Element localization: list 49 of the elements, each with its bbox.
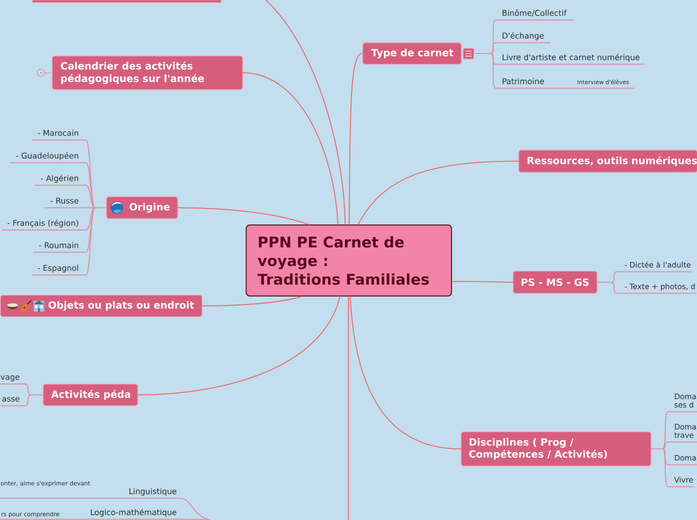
branch-line	[34, 184, 96, 208]
topic-box: Activités péda	[42, 384, 138, 406]
central-topic: PPN PE Carnet de voyage : Traditions Familiales	[246, 224, 452, 296]
branch-line	[348, 296, 349, 520]
branch-line	[490, 53, 549, 89]
branch-line	[662, 442, 697, 450]
branch-line	[0, 394, 32, 406]
branch-line	[124, 498, 210, 520]
branch-line	[30, 394, 44, 396]
branch-line	[138, 296, 340, 396]
branch-line	[651, 448, 663, 450]
branch-line	[350, 296, 462, 450]
branch-line	[0, 498, 125, 499]
branch-line	[202, 296, 302, 306]
branch-line	[2, 207, 96, 230]
branch-line	[490, 20, 574, 54]
branch-line	[611, 271, 692, 283]
branch-line	[597, 282, 612, 283]
topic-box: PS - MS - GS	[512, 270, 598, 294]
branch-line	[44, 207, 96, 208]
branch-line	[85, 518, 210, 520]
topic-box: Objets ou plats ou endroit	[0, 294, 202, 318]
branch-line	[662, 411, 697, 450]
branch-line	[94, 207, 106, 208]
branch-line	[178, 207, 310, 225]
topic-box: Type de carnet	[362, 42, 462, 65]
topic-box: Disciplines ( Prog / Compétences / Activités)	[460, 431, 652, 466]
branch-line	[0, 384, 32, 396]
topic-box: Calendrier des activités pédagogiques sur l'année	[52, 56, 244, 90]
branch-line	[358, 160, 519, 225]
branch-line	[10, 162, 96, 208]
topic-box: Ressources, outils numériques	[518, 150, 697, 173]
branch-line	[348, 53, 363, 225]
topic-box	[32, 0, 222, 3]
branch-line	[33, 207, 96, 253]
branch-line	[662, 448, 697, 466]
branch-line	[242, 72, 338, 225]
branch-line	[32, 140, 96, 208]
branch-line	[490, 42, 551, 54]
branch-line	[266, 0, 346, 225]
branch-line	[548, 88, 635, 89]
branch-line	[662, 448, 694, 488]
branch-line	[0, 518, 86, 520]
branch-line	[474, 53, 492, 54]
topic-box: Origine	[106, 196, 178, 220]
branch-line	[611, 282, 696, 294]
branch-line	[32, 207, 96, 276]
branch-line	[490, 53, 645, 65]
branch-line	[452, 280, 514, 283]
